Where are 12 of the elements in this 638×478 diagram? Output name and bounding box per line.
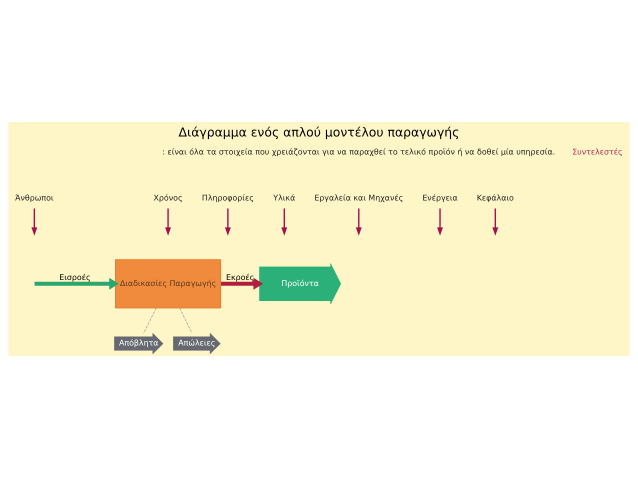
diagram-title: Διάγραμμα ενός απλού μοντέλου παραγωγής	[178, 124, 460, 140]
connector	[179, 308, 192, 334]
arrow	[221, 278, 264, 290]
arrow	[437, 208, 443, 236]
arrow	[31, 208, 38, 236]
arrow	[492, 208, 498, 236]
arrow	[281, 208, 288, 236]
arrow	[34, 278, 119, 290]
arrow	[165, 208, 172, 236]
connector	[143, 308, 156, 334]
arrow	[356, 208, 362, 236]
arrow	[224, 208, 231, 236]
